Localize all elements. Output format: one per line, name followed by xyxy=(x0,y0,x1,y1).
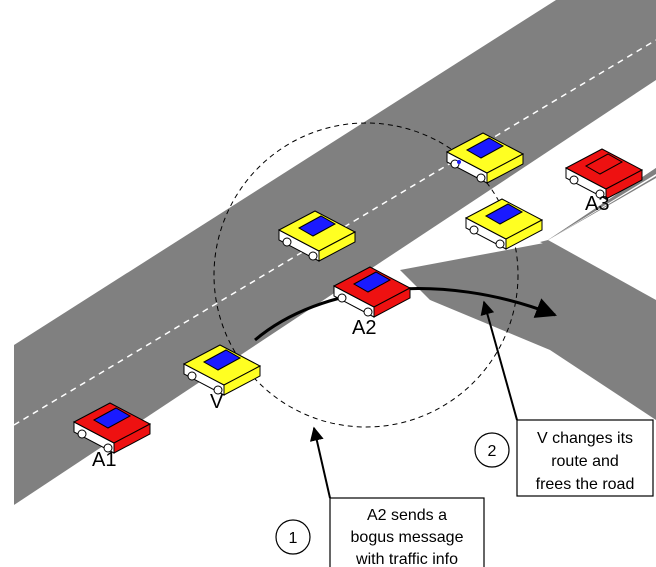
pointer-step-2 xyxy=(480,300,518,421)
car-normal-mid-left xyxy=(277,210,357,262)
step-1-line-2: bogus message xyxy=(351,529,464,546)
step-2-number: 2 xyxy=(488,443,497,460)
label-a1: A1 xyxy=(92,449,116,471)
step-2-line-3: frees the road xyxy=(536,476,635,493)
step-2-box xyxy=(516,419,654,497)
sidewalk-right-wedge xyxy=(548,178,656,300)
sidewalk-lower-left xyxy=(14,300,656,567)
pointer-step-1 xyxy=(309,426,331,499)
car-attacker-a2 xyxy=(332,266,412,318)
step-2-badge xyxy=(474,432,510,468)
step-2-callout: 2 V changes its route and frees the road xyxy=(474,419,654,497)
label-a3: A3 xyxy=(585,193,609,215)
car-attacker-a1 xyxy=(72,402,152,454)
step-1-number: 1 xyxy=(289,530,298,547)
step-1-line-3: with traffic info xyxy=(355,551,458,567)
label-a2: A2 xyxy=(352,317,376,339)
step-1-line-1: A2 sends a xyxy=(367,507,447,524)
car-victim-v xyxy=(182,344,262,396)
car-normal-top xyxy=(445,132,525,184)
communication-range xyxy=(213,122,519,428)
step-1-badge xyxy=(275,519,311,555)
step-2-line-2: route and xyxy=(551,453,619,470)
step-1-callout: 1 A2 sends a bogus message with traffic … xyxy=(275,497,485,567)
step-2-line-1: V changes its xyxy=(537,430,633,447)
step-1-box xyxy=(329,497,485,567)
sidewalk-right-top xyxy=(548,174,656,240)
car-attacker-a3 xyxy=(564,148,644,200)
label-v: V xyxy=(210,391,224,413)
car-normal-mid-right xyxy=(464,198,544,250)
